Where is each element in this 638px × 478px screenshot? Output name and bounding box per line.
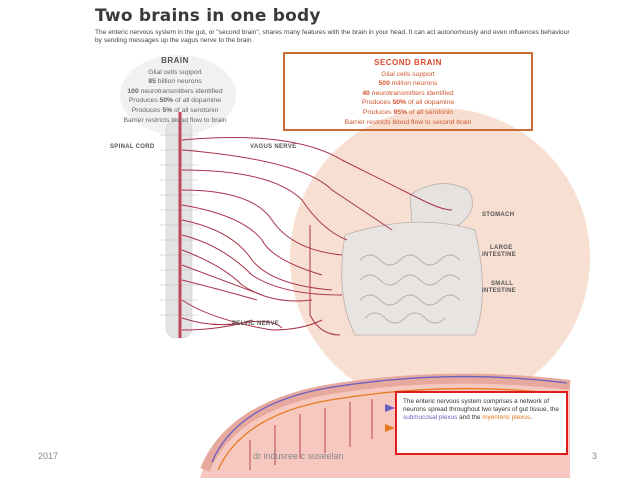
nerve-branches [181, 137, 453, 336]
second-brain-line-3: 40 neurotransmitters identified [362, 89, 454, 97]
info-end: . [530, 414, 532, 421]
small-intestine-label-2: INTESTINE [482, 288, 517, 294]
brain-line-3: 100 neurotransmitters identified [127, 87, 223, 95]
subtitle: The enteric nervous system in the gut, o… [95, 29, 570, 44]
brain-line-2: 85 billion neurons [148, 78, 202, 86]
info-and: and the [457, 414, 483, 421]
pelvic-nerve-label: PELVIC NERVE [232, 321, 280, 327]
large-intestine-shape [341, 221, 483, 336]
brain-heading: BRAIN [161, 56, 189, 65]
brain-facts-panel: BRAIN Glial cells support 85 billion neu… [100, 56, 250, 125]
slide-number: 3 [592, 451, 598, 461]
spinal-cord-label: SPINAL CORD [110, 144, 155, 150]
enteric-info-box: The enteric nervous system comprises a n… [395, 391, 568, 455]
second-brain-line-1: Glial cells support [381, 70, 435, 78]
brain-line-6: Barrier restricts blood flow to brain [123, 116, 227, 124]
page-title: Two brains in one body [95, 6, 321, 26]
large-intestine-label-2: INTESTINE [482, 252, 517, 258]
second-brain-facts-panel: SECOND BRAIN Glial cells support 500 mil… [283, 52, 533, 131]
second-brain-line-4: Produces 50% of all dopamine [361, 99, 455, 107]
brain-silhouette [120, 55, 236, 135]
second-brain-line-5: Produces 95% of all serotonin [362, 108, 454, 116]
submucosal-arrow [385, 404, 395, 412]
myenteric-plexus-line [217, 387, 569, 471]
stomach-label: STOMACH [482, 212, 515, 218]
submucosal-plexus-text: submucosal plexus [403, 414, 458, 421]
myenteric-arrow [385, 424, 395, 432]
second-brain-heading: SECOND BRAIN [374, 58, 442, 67]
brain-line-4: Produces 50% of all dopamine [128, 97, 222, 105]
cross-section-nerves [249, 399, 373, 470]
small-intestine-label-1: SMALL [491, 281, 514, 287]
info-text: The enteric nervous system comprises a n… [403, 398, 559, 413]
second-brain-line-2: 500 million neurons [378, 80, 438, 88]
second-brain-line-6: Barrier restricts blood flow to second b… [344, 118, 472, 126]
vagus-nerve-label: VAGUS NERVE [250, 144, 297, 150]
footer-date: 2017 [38, 451, 59, 461]
myenteric-plexus-text: myenteric plexus [482, 414, 531, 421]
footer-author: dr indusree c suseelan [253, 451, 344, 461]
large-intestine-label-1: LARGE [490, 245, 513, 251]
brain-line-5: Produces 5% of all serotonin [131, 106, 219, 114]
small-intestine-coils [359, 254, 461, 324]
submucosal-plexus-line [211, 375, 568, 463]
brain-line-1: Glial cells support [148, 68, 202, 76]
